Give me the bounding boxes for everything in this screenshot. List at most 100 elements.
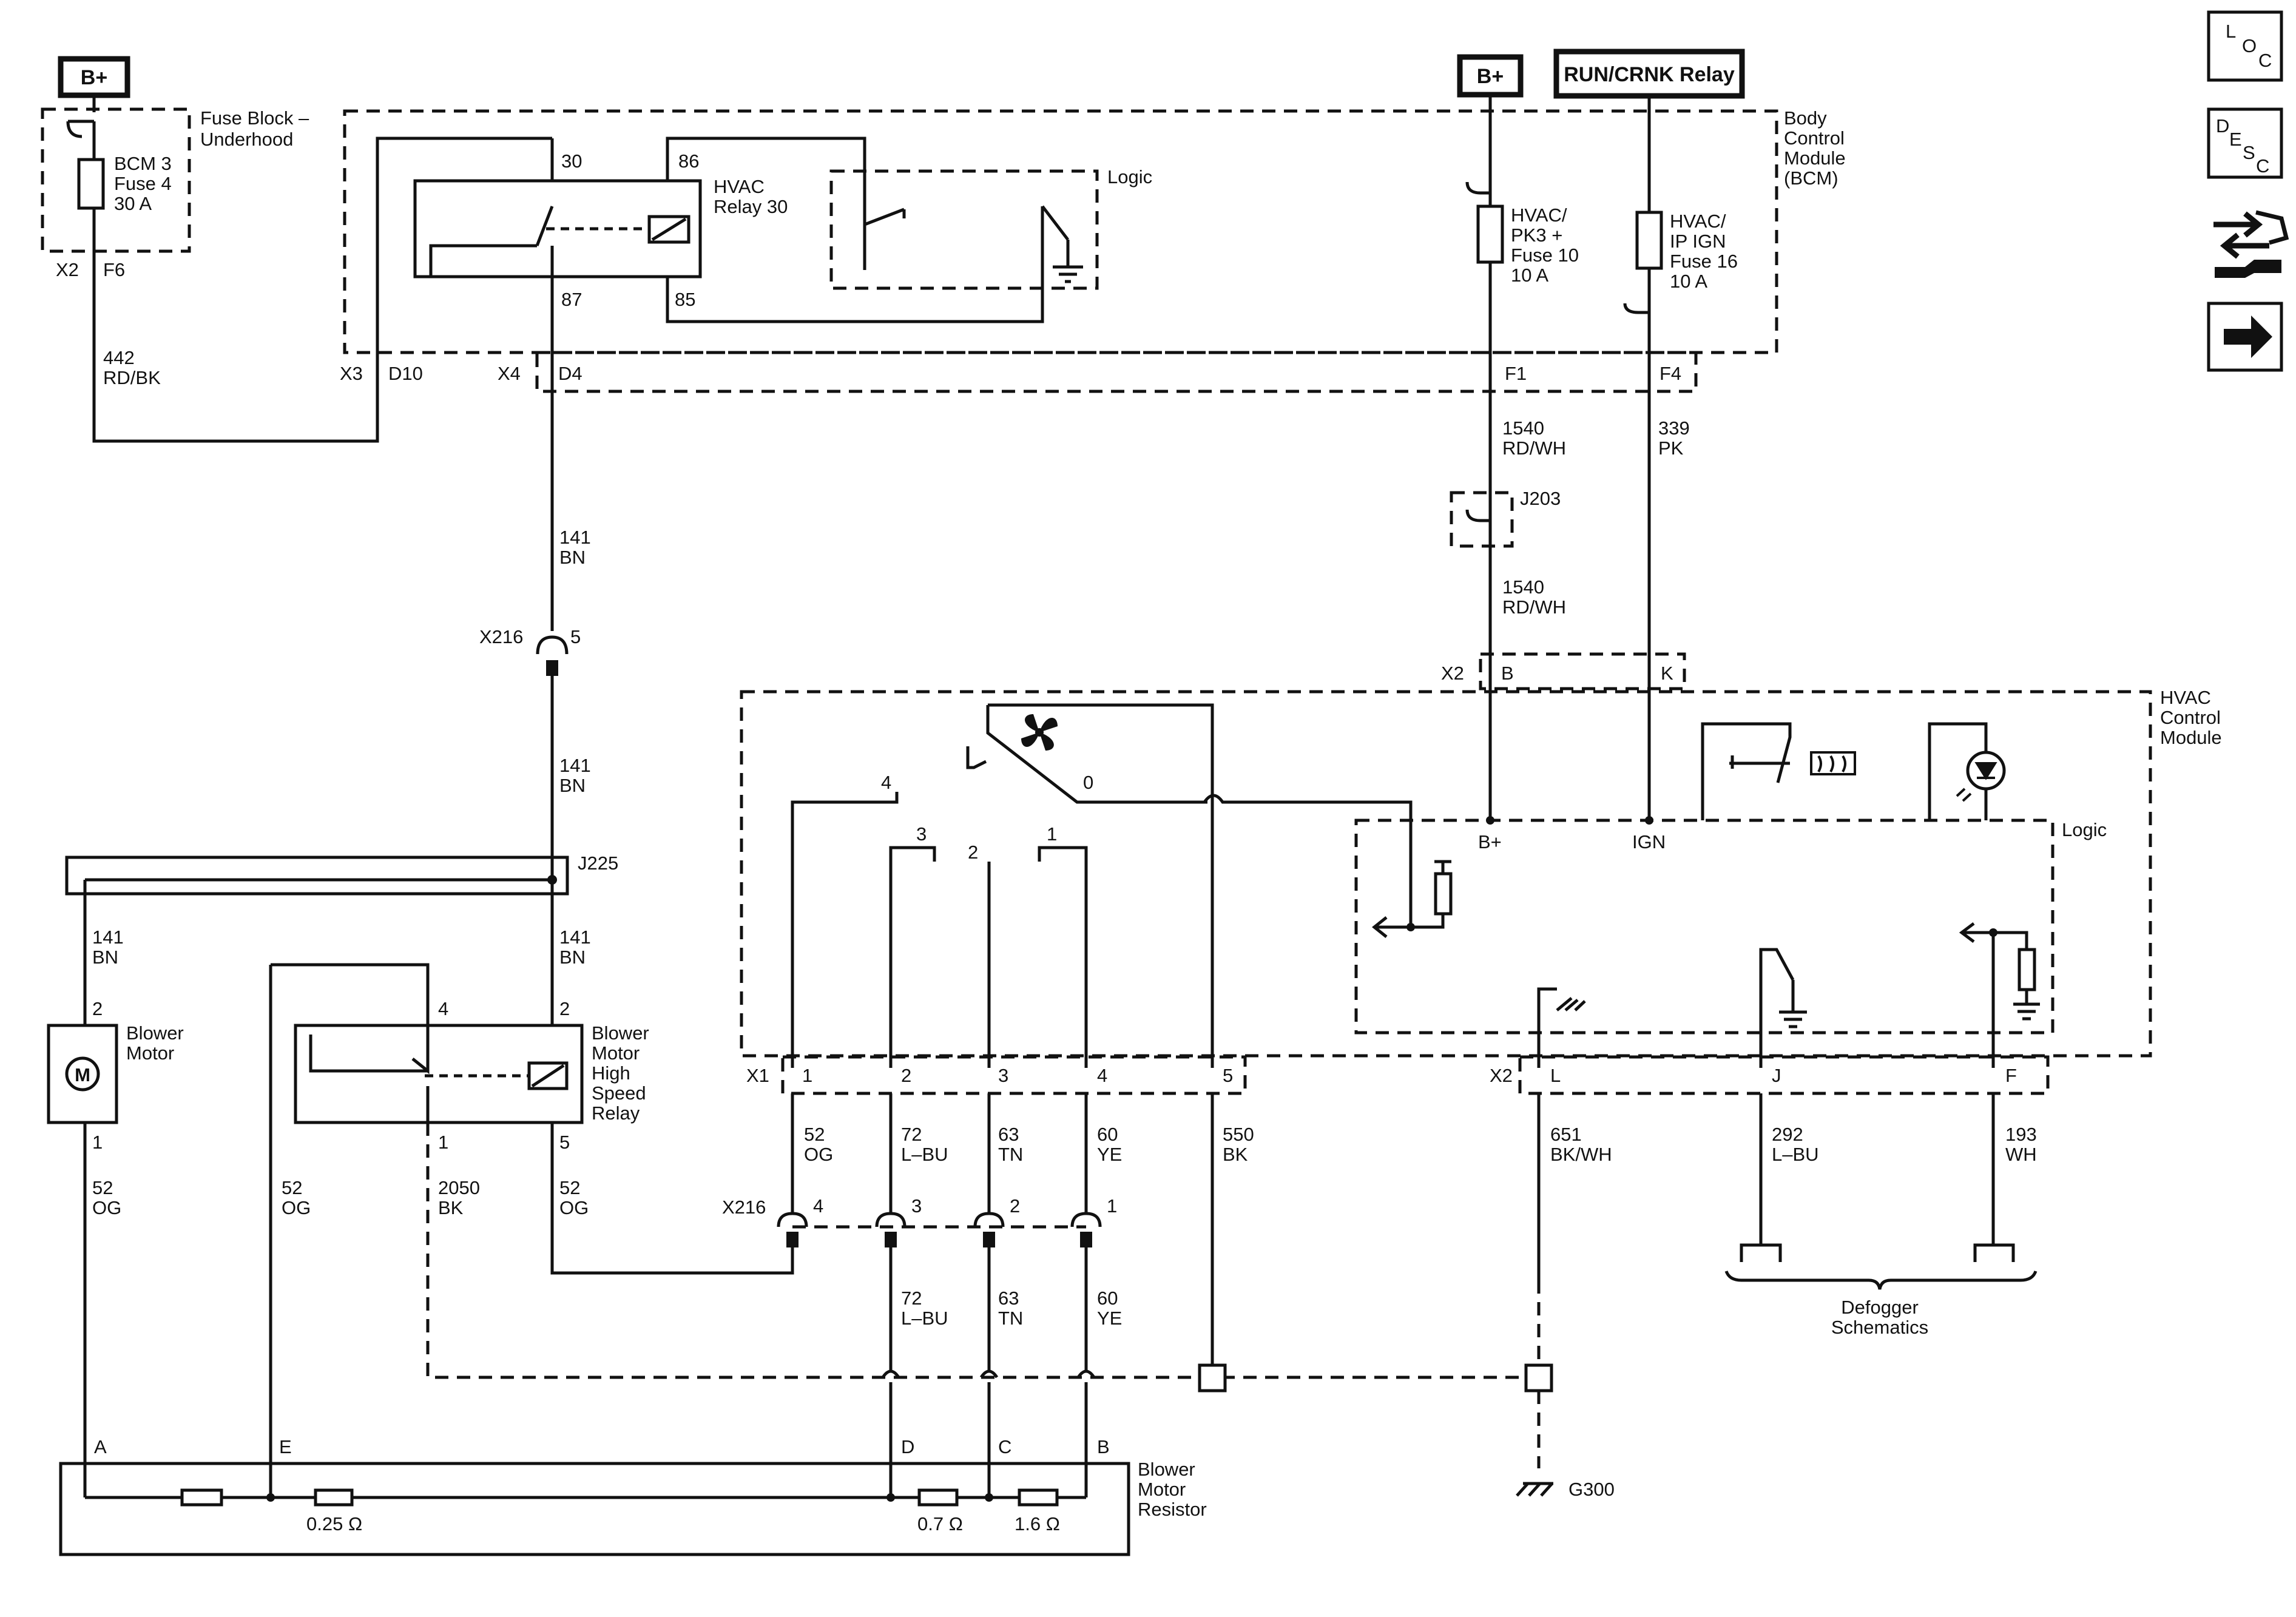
logic-switch-j bbox=[1759, 948, 1807, 1068]
x1-pin-1: 1 bbox=[802, 1065, 812, 1086]
label-j225: J225 bbox=[578, 852, 618, 874]
hvac-connector-x2-top bbox=[1479, 652, 1686, 690]
svg-text:E: E bbox=[2229, 129, 2242, 150]
fuse-b-line3: Fuse 16 bbox=[1670, 251, 1738, 272]
wire-292 bbox=[1740, 1093, 1782, 1262]
wire-141d-num: 141 bbox=[559, 927, 591, 948]
wire-2050-num: 2050 bbox=[438, 1177, 480, 1198]
x216-pin-2: 2 bbox=[1010, 1195, 1020, 1217]
hvac-ign-pin: IGN bbox=[1632, 831, 1666, 852]
wire-141a-num: 141 bbox=[559, 527, 591, 548]
wire-1540b-color: RD/WH bbox=[1502, 596, 1566, 618]
resistor-pin-b: B bbox=[1097, 1436, 1110, 1457]
label-x216-top: X216 bbox=[479, 626, 523, 647]
relay-pin-85: 85 bbox=[675, 289, 695, 310]
fuse-bcm3-line1: BCM 3 bbox=[114, 153, 172, 174]
fuse-a-line4: 10 A bbox=[1511, 265, 1548, 286]
relay-name-1: HVAC bbox=[714, 176, 765, 197]
wire-52c-color: OG bbox=[559, 1197, 589, 1218]
relay-30-switch bbox=[429, 206, 554, 277]
wire-550-num: 550 bbox=[1223, 1124, 1254, 1145]
connector-exchange-icon[interactable] bbox=[2213, 210, 2289, 278]
pin-f6: F6 bbox=[103, 259, 125, 280]
wire-141b-num: 141 bbox=[559, 755, 591, 776]
x216-pin-1: 1 bbox=[1107, 1195, 1117, 1217]
pin-f1: F1 bbox=[1505, 363, 1527, 384]
pin-b: B bbox=[1501, 663, 1514, 684]
label-j203: J203 bbox=[1520, 488, 1561, 509]
logic-node bbox=[1406, 923, 1415, 931]
motor-symbol: M bbox=[75, 1064, 90, 1085]
wire-292-color: L–BU bbox=[1772, 1144, 1819, 1165]
blower-mode-switch bbox=[986, 703, 1214, 804]
hs-relay-pin2: 2 bbox=[559, 998, 570, 1019]
splice-pack-ground bbox=[1524, 1363, 1553, 1393]
fuse-b-tap bbox=[1623, 303, 1649, 314]
pin-f4: F4 bbox=[1660, 363, 1681, 384]
bplus-node bbox=[1486, 816, 1494, 825]
pin-d4: D4 bbox=[558, 363, 582, 384]
wire-292-num: 292 bbox=[1772, 1124, 1803, 1145]
hs-relay-label-1: Blower bbox=[592, 1022, 649, 1044]
wire-1540b-num: 1540 bbox=[1502, 576, 1544, 598]
right-arrow-icon[interactable] bbox=[2207, 302, 2283, 372]
loc-button[interactable]: L O C bbox=[2207, 10, 2283, 82]
logic-input-arrow bbox=[1371, 916, 1411, 938]
wire-52c-num: 52 bbox=[559, 1177, 580, 1198]
hs-relay-label-4: Speed bbox=[592, 1082, 646, 1104]
wire-141c-num: 141 bbox=[92, 927, 124, 948]
hvac-logic-block bbox=[1354, 819, 2055, 1035]
wire-651-color: BK/WH bbox=[1550, 1144, 1612, 1165]
hvac-relay-30 bbox=[413, 179, 702, 279]
label-x216-bottom: X216 bbox=[722, 1197, 766, 1218]
svg-text:B+: B+ bbox=[81, 66, 107, 89]
desc-button[interactable]: D E S C bbox=[2207, 107, 2283, 179]
wire-72a-color: L–BU bbox=[901, 1144, 948, 1165]
x2-pin-f: F bbox=[2005, 1065, 2017, 1086]
switch-to-logic bbox=[1201, 794, 1413, 927]
bplus-left-feed bbox=[66, 95, 96, 160]
hvac-connector-x1 bbox=[781, 1055, 1247, 1095]
switch-pos-4: 4 bbox=[881, 772, 891, 793]
fan-icon bbox=[1021, 714, 1058, 751]
hvac-title-3: Module bbox=[2160, 727, 2222, 748]
relay-pin-87: 87 bbox=[561, 289, 582, 310]
fuse-a-line2: PK3 + bbox=[1511, 224, 1562, 246]
switch-pos-3: 3 bbox=[916, 823, 927, 845]
fuse-hvac-ip-ign bbox=[1635, 211, 1663, 270]
hs-relay-pin1: 1 bbox=[438, 1132, 448, 1153]
body-control-module bbox=[343, 109, 1778, 354]
conn-x4: X4 bbox=[498, 363, 521, 384]
bcm-logic-switch-1 bbox=[863, 208, 906, 270]
fuse-bcm3-line2: Fuse 4 bbox=[114, 173, 172, 194]
relay-pin-86: 86 bbox=[678, 150, 699, 172]
fuse-block-title-2: Underhood bbox=[200, 129, 293, 150]
blower-motor-label-1: Blower bbox=[126, 1022, 184, 1044]
svg-text:B+: B+ bbox=[1477, 65, 1504, 88]
switch-pos-1: 1 bbox=[1047, 823, 1057, 845]
splice-j225 bbox=[65, 856, 569, 896]
bplus-left-box: B+ bbox=[58, 56, 130, 98]
wire-63a-color: TN bbox=[998, 1144, 1023, 1165]
wire-crossovers bbox=[881, 1369, 1096, 1379]
relay-hs-pin4-wire bbox=[271, 963, 430, 1075]
bcm-logic-ground-switch bbox=[1041, 205, 1083, 283]
relay-86-wire bbox=[666, 137, 866, 270]
fuse-hvac-pk3 bbox=[1476, 204, 1504, 264]
logic-ground bbox=[1537, 987, 1586, 1068]
x2-pin-j: J bbox=[1772, 1065, 1781, 1086]
wire-1540a-num: 1540 bbox=[1502, 417, 1544, 439]
wire-52d-num: 52 bbox=[804, 1124, 825, 1145]
bcm-title-2: Control bbox=[1784, 127, 1845, 149]
connector-x2-fuseblock: X2 bbox=[56, 259, 79, 280]
wire-193-num: 193 bbox=[2005, 1124, 2037, 1145]
x1-pin-4: 4 bbox=[1097, 1065, 1107, 1086]
svg-text:C: C bbox=[2256, 155, 2269, 177]
pullup-resistor-leads bbox=[1411, 860, 1451, 929]
bcm-title-1: Body bbox=[1784, 107, 1827, 129]
bcm-title-4: (BCM) bbox=[1784, 167, 1838, 189]
fuse-block-title-1: Fuse Block – bbox=[200, 107, 309, 129]
wire-141a-color: BN bbox=[559, 547, 586, 568]
resistor-label-2: Motor bbox=[1138, 1479, 1186, 1500]
